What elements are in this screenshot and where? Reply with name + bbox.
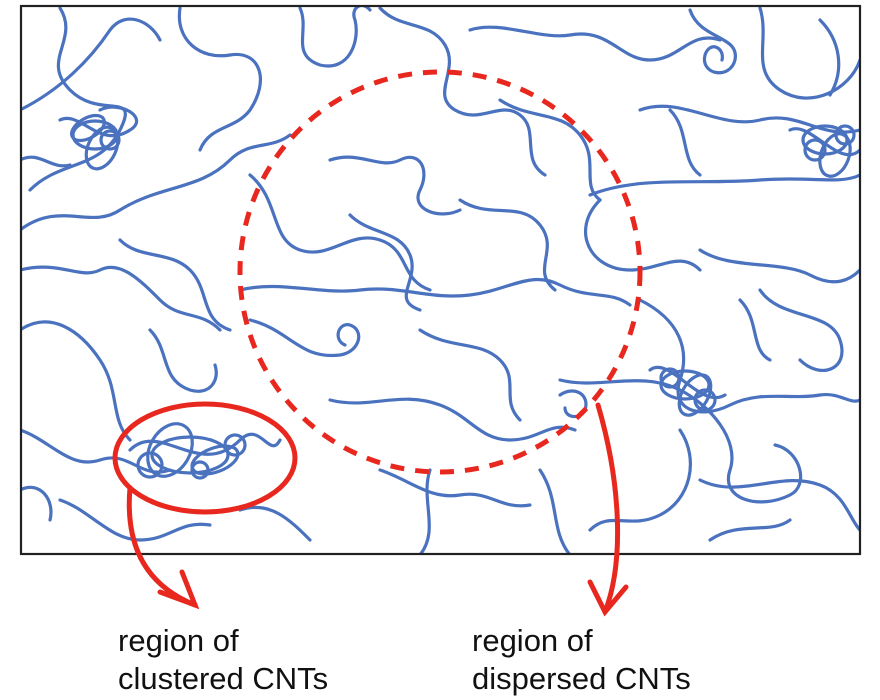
nanotube: [758, 6, 860, 100]
nanotube: [248, 173, 432, 292]
nanotube: [583, 198, 702, 272]
nanotube-network: [21, 6, 860, 554]
nanotube: [238, 505, 312, 542]
nanotube: [668, 108, 702, 177]
nanotube: [58, 498, 212, 542]
diagram-frame: [19, 4, 862, 556]
nanotube: [248, 318, 361, 358]
cluster-right-middle: [648, 365, 727, 417]
nanotube: [708, 518, 792, 542]
nanotube: [21, 265, 222, 332]
clustered-label-line2: clustered CNTs: [118, 661, 329, 696]
nanotube: [818, 18, 841, 97]
nanotube: [418, 328, 522, 422]
nanotube: [688, 8, 737, 75]
dispersed-region-label: region of dispersed CNTs: [472, 622, 691, 698]
nanotube: [328, 155, 462, 216]
nanotube: [21, 17, 162, 112]
clustered-region-ellipse: [112, 401, 298, 515]
nanotube: [588, 173, 860, 197]
cluster-top-left: [58, 105, 139, 171]
nanotube: [238, 277, 632, 307]
nanotube: [21, 320, 132, 442]
nanotube: [698, 248, 860, 284]
nanotube: [378, 6, 547, 177]
nanotube: [638, 104, 860, 134]
nanotube: [638, 298, 860, 414]
nanotube: [698, 478, 860, 532]
clustered-region-label: region of clustered CNTs: [118, 622, 328, 698]
nanotube: [538, 468, 572, 554]
nanotube: [348, 213, 422, 312]
clustered-arrow: [126, 485, 200, 610]
nanotube: [558, 378, 803, 504]
nanotube: [758, 288, 844, 372]
dispersed-arrow: [587, 402, 629, 617]
cluster-top-right: [788, 124, 860, 178]
nanotube: [378, 468, 532, 508]
cluster-bottom-left: [128, 422, 282, 480]
nanotube: [21, 133, 292, 232]
nanotube: [148, 328, 218, 393]
clustered-label-line1: region of: [118, 623, 239, 658]
nanotube: [118, 238, 232, 332]
nanotube: [588, 428, 692, 532]
nanotube: [298, 6, 372, 68]
nanotube: [21, 428, 172, 474]
nanotube: [738, 298, 772, 362]
nanotube: [28, 6, 127, 192]
dispersed-label-line2: dispersed CNTs: [472, 661, 691, 696]
dispersed-label-line1: region of: [472, 623, 593, 658]
nanotube: [177, 6, 262, 152]
nanotube: [468, 25, 722, 62]
nanotube: [458, 198, 557, 292]
nanotube: [21, 485, 53, 522]
nanotube: [328, 397, 577, 442]
nanotube: [418, 468, 432, 554]
nanotube: [498, 98, 602, 202]
dispersed-region-circle: [237, 69, 643, 475]
nanotube: [21, 155, 72, 168]
